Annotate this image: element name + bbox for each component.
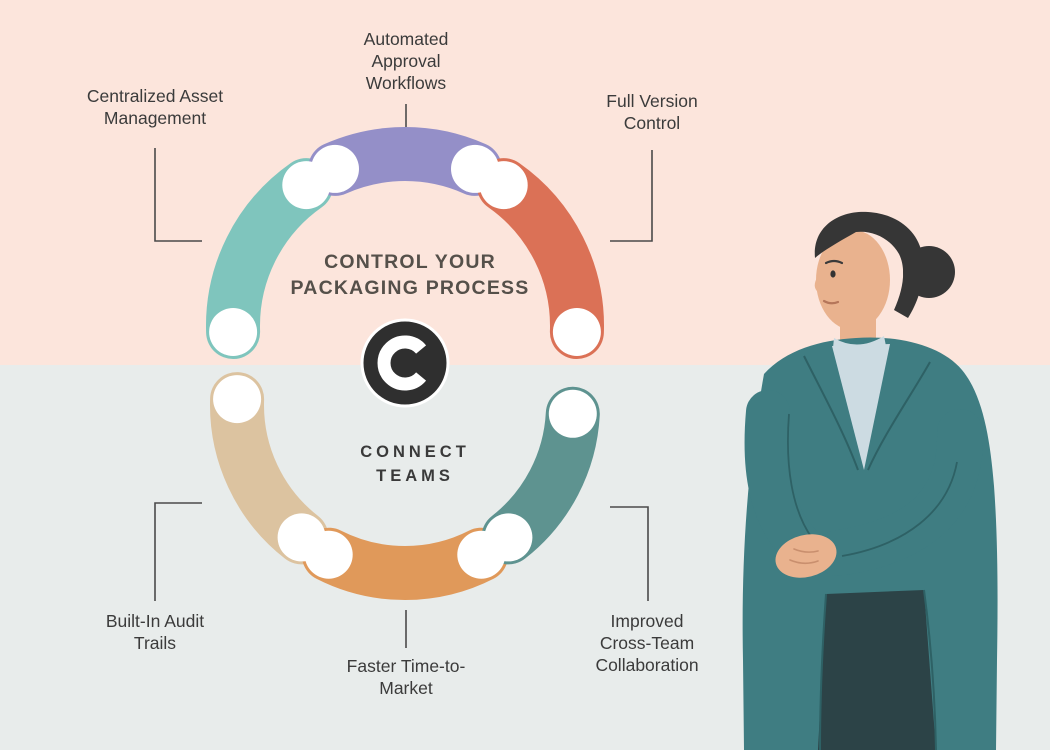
jacket-edge-left [819, 593, 827, 750]
nose [814, 276, 825, 293]
white-cap-icon [213, 375, 262, 424]
label-improved-cross-team-collaboration: Improved Cross-Team Collaboration [595, 611, 699, 676]
lapel-right [867, 361, 931, 471]
shirt-collar [833, 336, 886, 355]
hands [775, 534, 837, 578]
brand-logo [360, 318, 450, 408]
trousers [818, 590, 936, 750]
title-control-your-packaging-process: CONTROL YOUR PACKAGING PROCESS [290, 251, 530, 300]
title-connect-teams: CONNECT TEAMS [360, 443, 470, 485]
white-cap-icon [552, 308, 601, 356]
eyebrow [824, 259, 844, 265]
white-cap-icon [304, 530, 353, 579]
label-automated-approval-workflows: Automated Approval Workflows [363, 29, 449, 94]
shirt [832, 344, 890, 470]
white-cap-icon [484, 513, 533, 562]
eye [830, 270, 836, 278]
connector-bottom-left [154, 502, 202, 601]
label-centralized-asset-management: Centralized Asset Management [86, 86, 224, 129]
connector-top-right [610, 150, 653, 242]
white-cap-icon [311, 144, 359, 193]
connector-top-left [154, 148, 202, 242]
bottom-ring-white-caps [213, 375, 597, 579]
white-cap-icon [548, 389, 597, 438]
woman-illustration [742, 211, 998, 750]
hair [814, 211, 924, 318]
face [816, 230, 890, 330]
left-arm [744, 390, 823, 568]
connectors [154, 104, 653, 648]
logo-circle [360, 318, 450, 408]
white-cap-icon [479, 161, 528, 210]
label-full-version-control: Full Version Control [606, 91, 698, 134]
left-arm-edge [787, 413, 813, 539]
logo-letter-c-icon [377, 335, 427, 391]
mouth [822, 299, 840, 305]
label-faster-time-to-market: Faster Time-to- Market [346, 656, 466, 699]
jacket-edge-right [923, 589, 937, 750]
label-built-in-audit-trails: Built-In Audit Trails [105, 611, 205, 654]
hand-lines [789, 548, 819, 565]
white-cap-icon [209, 308, 258, 356]
connector-bottom-right [610, 506, 649, 601]
lapel-left [803, 355, 859, 471]
top-ring-white-caps [209, 144, 601, 356]
right-arm-edge [841, 461, 958, 557]
